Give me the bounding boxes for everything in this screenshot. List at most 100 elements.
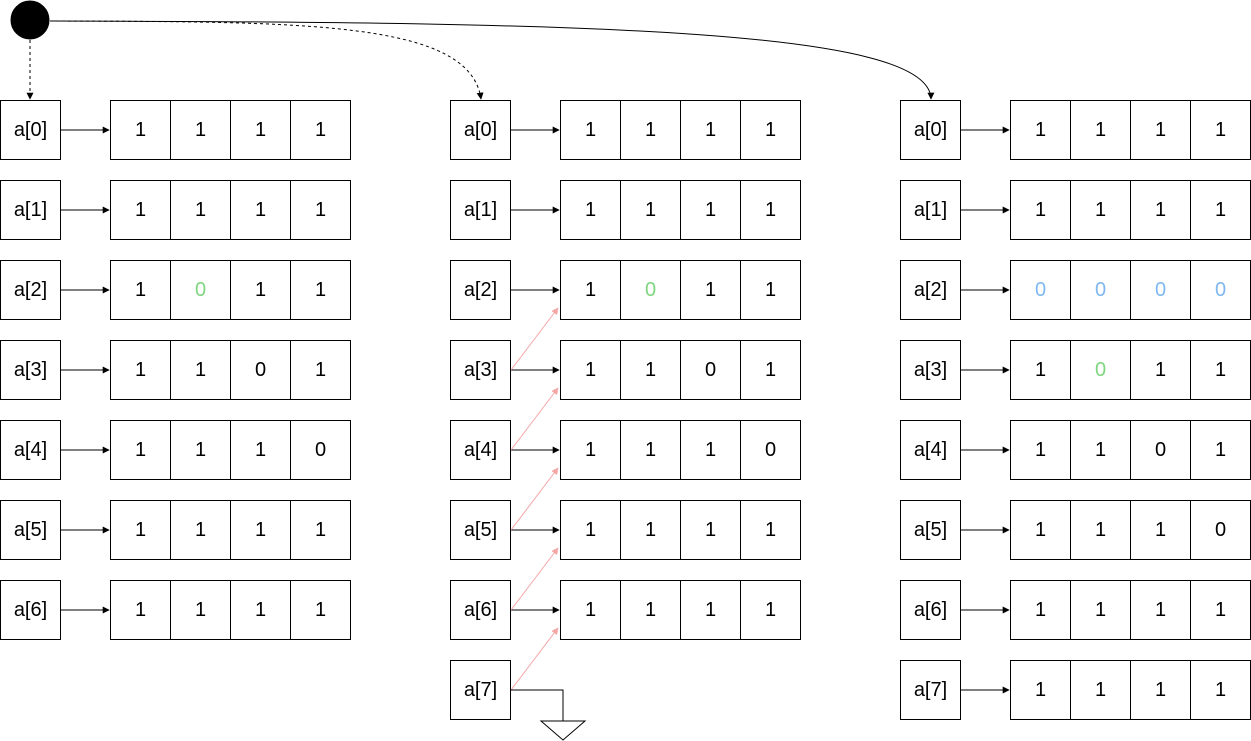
pointer-box: a[0] [0, 100, 61, 160]
array-cell: 1 [170, 420, 231, 480]
array-cell: 0 [1190, 500, 1251, 560]
array-cell: 1 [1070, 100, 1131, 160]
pointer-box: a[2] [450, 260, 511, 320]
array-cell: 1 [230, 260, 291, 320]
array-cell: 1 [620, 580, 681, 640]
array-cell: 0 [170, 260, 231, 320]
array-cell: 1 [740, 500, 801, 560]
shift-arrow [510, 387, 559, 451]
start-to-col3-connector [49, 20, 935, 100]
array-cell: 1 [620, 100, 681, 160]
array-cell: 1 [1190, 420, 1251, 480]
pointer-box: a[5] [0, 500, 61, 560]
array-cell: 0 [1130, 420, 1191, 480]
array-cell: 0 [230, 340, 291, 400]
pointer-box: a[5] [900, 500, 961, 560]
array-cell: 1 [740, 100, 801, 160]
pointer-box: a[6] [900, 580, 961, 640]
array-cell: 1 [230, 580, 291, 640]
array-cell: 0 [1190, 260, 1251, 320]
pointer-box: a[4] [450, 420, 511, 480]
array-cell: 0 [1130, 260, 1191, 320]
array-cell: 1 [680, 420, 741, 480]
shift-arrow [510, 467, 559, 531]
array-cell: 1 [680, 260, 741, 320]
array-cell: 1 [1010, 420, 1071, 480]
pointer-box: a[2] [0, 260, 61, 320]
array-cell: 1 [1190, 660, 1251, 720]
array-cell: 1 [680, 180, 741, 240]
array-cell: 1 [230, 420, 291, 480]
pointer-box: a[3] [450, 340, 511, 400]
array-cell: 1 [1190, 580, 1251, 640]
array-cell: 1 [110, 580, 171, 640]
array-cell: 1 [1010, 580, 1071, 640]
start-node-icon [10, 0, 50, 40]
array-cell: 0 [1070, 340, 1131, 400]
pointer-box: a[3] [900, 340, 961, 400]
array-cell: 0 [680, 340, 741, 400]
pointer-box: a[6] [0, 580, 61, 640]
array-cell: 1 [290, 340, 351, 400]
pointer-box: a[3] [0, 340, 61, 400]
pointer-box: a[5] [450, 500, 511, 560]
pointer-box: a[0] [450, 100, 511, 160]
array-cell: 1 [110, 500, 171, 560]
array-cell: 1 [1010, 180, 1071, 240]
array-cell: 1 [560, 420, 621, 480]
array-cell: 0 [740, 420, 801, 480]
shift-arrow [510, 307, 559, 371]
array-cell: 1 [560, 340, 621, 400]
null-pointer-line [511, 689, 564, 721]
array-cell: 1 [560, 500, 621, 560]
pointer-box: a[4] [900, 420, 961, 480]
array-cell: 1 [290, 500, 351, 560]
array-cell: 1 [1130, 660, 1191, 720]
array-cell: 1 [290, 180, 351, 240]
array-cell: 1 [170, 580, 231, 640]
array-cell: 1 [110, 420, 171, 480]
array-cell: 1 [680, 580, 741, 640]
array-cell: 1 [230, 180, 291, 240]
start-to-col2-connector [49, 20, 484, 100]
array-cell: 0 [1010, 260, 1071, 320]
pointer-box: a[6] [450, 580, 511, 640]
array-cell: 1 [560, 260, 621, 320]
array-cell: 1 [1190, 100, 1251, 160]
array-cell: 1 [1130, 100, 1191, 160]
array-cell: 1 [290, 100, 351, 160]
array-cell: 1 [680, 500, 741, 560]
array-cell: 1 [680, 100, 741, 160]
array-cell: 1 [1130, 580, 1191, 640]
array-cell: 1 [740, 340, 801, 400]
array-cell: 1 [560, 100, 621, 160]
array-cell: 1 [1190, 340, 1251, 400]
array-cell: 1 [560, 580, 621, 640]
array-cell: 1 [170, 180, 231, 240]
array-cell: 0 [620, 260, 681, 320]
shift-arrow [510, 547, 559, 611]
array-cell: 1 [560, 180, 621, 240]
array-cell: 1 [740, 260, 801, 320]
array-cell: 1 [290, 260, 351, 320]
array-cell: 1 [110, 180, 171, 240]
array-cell: 1 [1010, 660, 1071, 720]
array-cell: 1 [1010, 500, 1071, 560]
array-cell: 0 [1070, 260, 1131, 320]
array-cell: 1 [230, 100, 291, 160]
array-cell: 1 [740, 180, 801, 240]
array-cell: 0 [290, 420, 351, 480]
array-cell: 1 [620, 180, 681, 240]
pointer-box: a[2] [900, 260, 961, 320]
shift-arrow [510, 627, 559, 691]
array-cell: 1 [170, 500, 231, 560]
array-cell: 1 [1070, 180, 1131, 240]
array-cell: 1 [1070, 580, 1131, 640]
pointer-box: a[4] [0, 420, 61, 480]
array-cell: 1 [1130, 180, 1191, 240]
array-cell: 1 [1130, 500, 1191, 560]
array-cell: 1 [110, 100, 171, 160]
array-cell: 1 [110, 260, 171, 320]
array-cell: 1 [1070, 420, 1131, 480]
